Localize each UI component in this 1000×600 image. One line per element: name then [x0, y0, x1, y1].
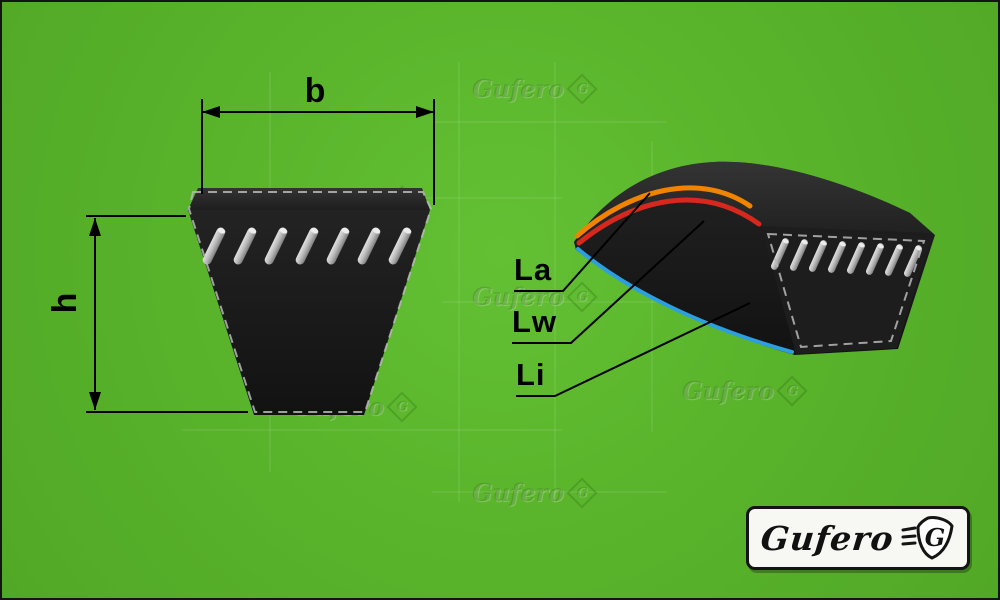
leader-line-li [516, 302, 751, 397]
belt-face-pins [771, 238, 922, 277]
belt-cross-section [187, 188, 433, 415]
logo-brand-text: Gufero [758, 518, 896, 558]
la-stripe [574, 185, 753, 239]
leader-line-lw [512, 220, 705, 344]
belt-3d-view [574, 161, 935, 355]
label-la: La [514, 252, 553, 287]
height-dimension-label: h [46, 292, 84, 314]
li-stripe [576, 247, 794, 354]
logo-shield-icon: G [901, 516, 954, 560]
dimension-h-arrow [86, 215, 248, 413]
width-dimension-label: b [304, 72, 326, 110]
dimension-b-arrow [201, 99, 435, 205]
label-lw: Lw [512, 304, 558, 339]
belt-cord-pins [202, 227, 412, 265]
label-li: Li [516, 357, 546, 392]
leader-line-la [514, 192, 651, 292]
gufero-logo: Gufero G [746, 506, 970, 570]
shield-g-letter: G [925, 523, 946, 552]
lw-stripe [576, 197, 762, 246]
